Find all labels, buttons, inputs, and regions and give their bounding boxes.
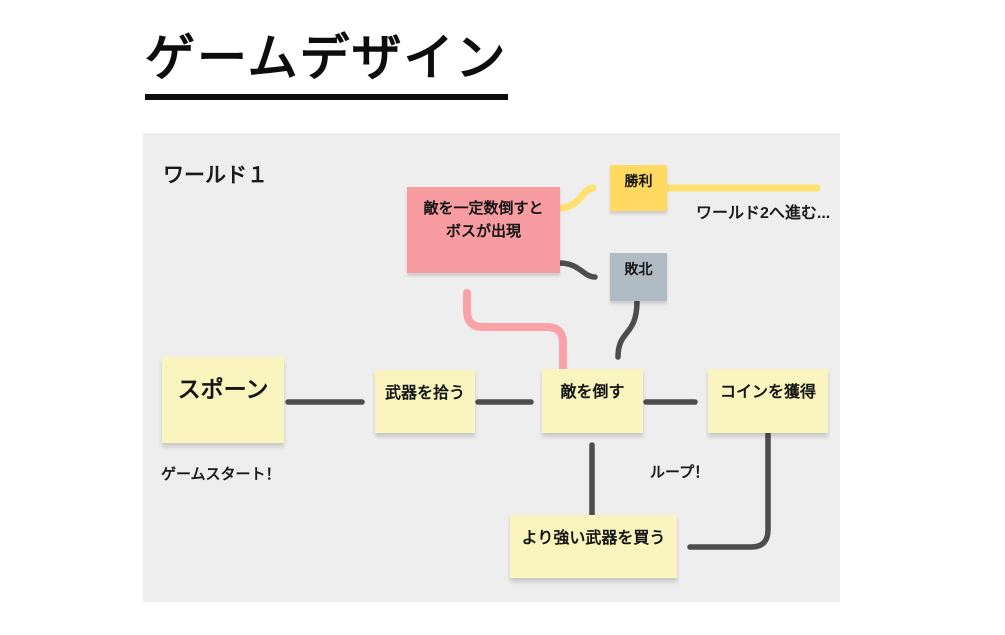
note-pickup-weapon-label: 武器を拾う: [384, 385, 465, 402]
arrow-boss-to-lose: [556, 260, 598, 280]
note-victory-label: 勝利: [624, 173, 653, 189]
board-canvas: ワールド１ 敵を一定数倒すと ボスが出現 勝利 敗北: [143, 133, 840, 602]
note-buy-weapon[interactable]: より強い武器を買う: [510, 515, 677, 578]
note-boss-line1: 敵を一定数倒すと: [423, 200, 544, 217]
note-defeat-enemy-label: 敵を倒す: [560, 384, 625, 401]
note-boss-line2: ボスが出現: [445, 223, 521, 241]
arrow-defeat-to-boss: [463, 289, 567, 373]
note-spawn[interactable]: スポーン: [162, 357, 284, 443]
arrow-coins-to-buy: [687, 430, 771, 550]
next-world-label: ワールド2へ進む...: [696, 205, 831, 222]
world-label: ワールド１: [163, 164, 268, 187]
connector-arrows: [285, 184, 821, 550]
loop-label: ループ！: [650, 464, 710, 481]
note-get-coins-label: コインを獲得: [719, 384, 816, 401]
arrow-lose-to-defeat: [615, 298, 640, 360]
arrow-boss-to-win: [555, 184, 597, 212]
note-defeat-result-label: 敗北: [624, 261, 653, 277]
note-defeat-enemy[interactable]: 敵を倒す: [542, 369, 643, 433]
game-start-label: ゲームスタート！: [161, 466, 281, 483]
note-boss-condition[interactable]: 敵を一定数倒すと ボスが出現: [407, 187, 560, 273]
note-buy-weapon-label: より強い武器を買う: [521, 530, 666, 547]
note-spawn-label: スポーン: [177, 376, 269, 402]
page-title: ゲームデザイン: [145, 30, 508, 100]
note-get-coins[interactable]: コインを獲得: [708, 369, 828, 433]
note-pickup-weapon[interactable]: 武器を拾う: [375, 370, 475, 433]
note-defeat-result[interactable]: 敗北: [610, 253, 667, 301]
note-victory[interactable]: 勝利: [610, 165, 667, 211]
